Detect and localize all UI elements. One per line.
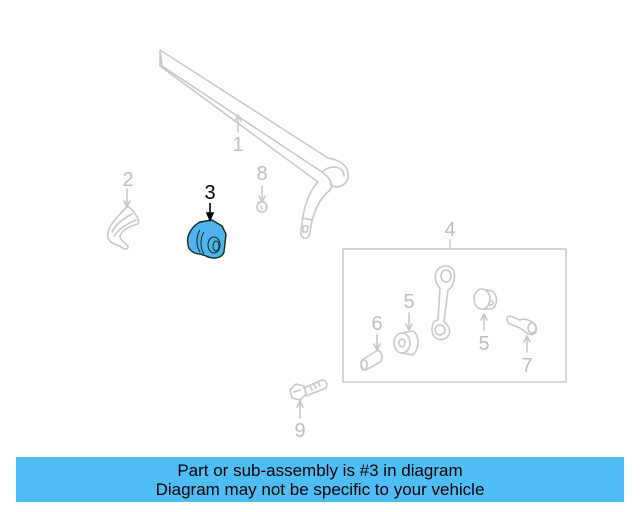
arrow-icon [258, 185, 266, 203]
callout-5a[interactable]: 5 [403, 291, 415, 313]
banner-line-disclaimer: Diagram may not be specific to your vehi… [155, 479, 485, 499]
info-banner: Part or sub-assembly is #3 in diagram Di… [16, 457, 624, 502]
callout-1[interactable]: 1 [232, 134, 244, 156]
arrow-icon [373, 312, 531, 353]
callout-3[interactable]: 3 [204, 182, 216, 204]
nut-part-8[interactable] [256, 200, 268, 213]
callout-8[interactable]: 8 [256, 163, 268, 185]
stabilizer-bar-part-1[interactable] [159, 49, 350, 239]
arrow-icon [123, 188, 131, 208]
arrow-icon [234, 114, 242, 133]
callout-9[interactable]: 9 [294, 420, 306, 442]
callout-4[interactable]: 4 [444, 219, 456, 241]
arrow-icon [296, 400, 304, 419]
callout-7[interactable]: 7 [521, 355, 533, 377]
callout-6[interactable]: 6 [371, 313, 383, 335]
callout-5b[interactable]: 5 [478, 333, 490, 355]
link-assembly-part-4[interactable] [342, 239, 567, 383]
bracket-part-2[interactable] [106, 206, 140, 250]
bushing-part-3-highlighted[interactable] [186, 219, 227, 259]
banner-line-part-number: Part or sub-assembly is #3 in diagram [177, 460, 463, 480]
arrow-icon [205, 203, 215, 223]
bolt-part-9[interactable] [289, 379, 328, 401]
callout-2[interactable]: 2 [122, 169, 134, 191]
